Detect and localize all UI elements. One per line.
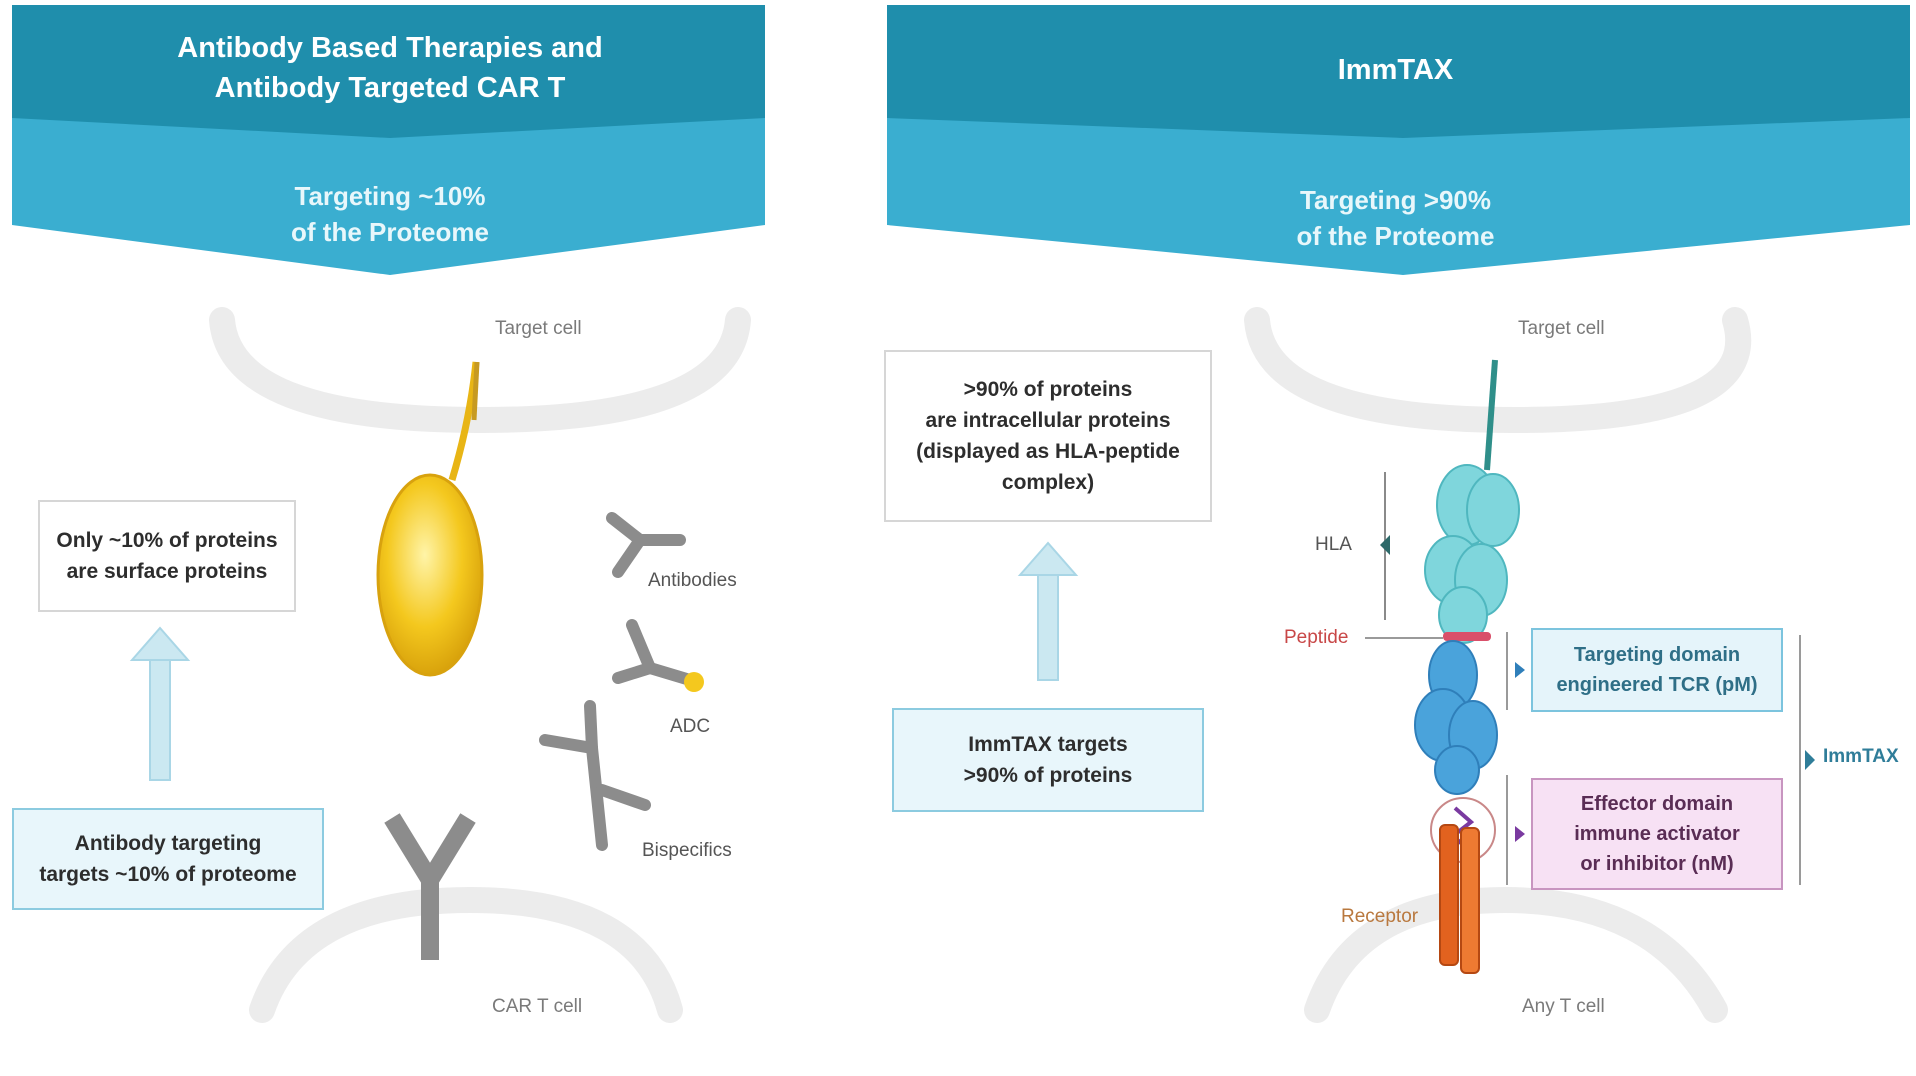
targeting-domain-box: Targeting domain engineered TCR (pM) [1531,628,1783,712]
car-t-cell-membrane [249,886,683,1023]
peptide-label: Peptide [1284,627,1349,648]
left-up-arrow [129,626,191,781]
adc-label: ADC [670,716,711,737]
car-receptor [384,813,476,960]
right-up-arrow [1017,541,1079,681]
tcr-complex [1414,640,1498,795]
right-target-cell-membrane [1244,307,1752,434]
left-header-title: Antibody Based Therapies and Antibody Ta… [177,32,603,104]
surface-antigen [376,473,484,677]
hla-label: HLA [1315,534,1352,555]
immtax-targets-box: ImmTAX targets >90% of proteins [892,708,1204,812]
adc-payload [684,672,704,692]
antibodies-label: Antibodies [648,570,737,591]
left-illustration [129,307,751,1023]
left-header-banner [12,5,765,275]
target-cell-membrane [209,307,751,434]
adc-icon [612,619,696,686]
right-header-title: ImmTAX [1337,54,1454,86]
surface-proteins-box: Only ~10% of proteins are surface protei… [38,500,296,612]
car-t-cell-label: CAR T cell [492,996,583,1017]
peptide [1443,632,1491,641]
left-header: Antibody Based Therapies and Antibody Ta… [0,0,780,280]
receptor-label: Receptor [1341,906,1419,927]
right-panel: ImmTAX Targeting >90% of the Proteome [875,0,1916,1076]
left-panel: Antibody Based Therapies and Antibody Ta… [0,0,780,1076]
left-target-cell-label: Target cell [495,318,582,339]
right-target-cell-label: Target cell [1518,318,1605,339]
right-illustration [1017,307,1815,1023]
intracellular-proteins-box: >90% of proteins are intracellular prote… [884,350,1212,522]
antibody-targeting-box: Antibody targeting targets ~10% of prote… [12,808,324,910]
right-header-subtitle: Targeting >90% of the Proteome [1296,185,1495,251]
effector-domain-box: Effector domain immune activator or inhi… [1531,778,1783,890]
bispecific-icon [539,700,651,851]
right-header: ImmTAX Targeting >90% of the Proteome [875,0,1916,280]
left-header-subtitle: Targeting ~10% of the Proteome [291,181,489,247]
bispecifics-label: Bispecifics [642,840,732,861]
antibody-icon [606,512,686,578]
receptor [1439,824,1480,974]
right-header-banner [887,5,1910,275]
any-t-cell-label: Any T cell [1522,996,1605,1017]
any-t-cell-membrane [1304,886,1728,1023]
immtax-label: ImmTAX [1823,746,1899,767]
hla-complex [1424,464,1520,644]
